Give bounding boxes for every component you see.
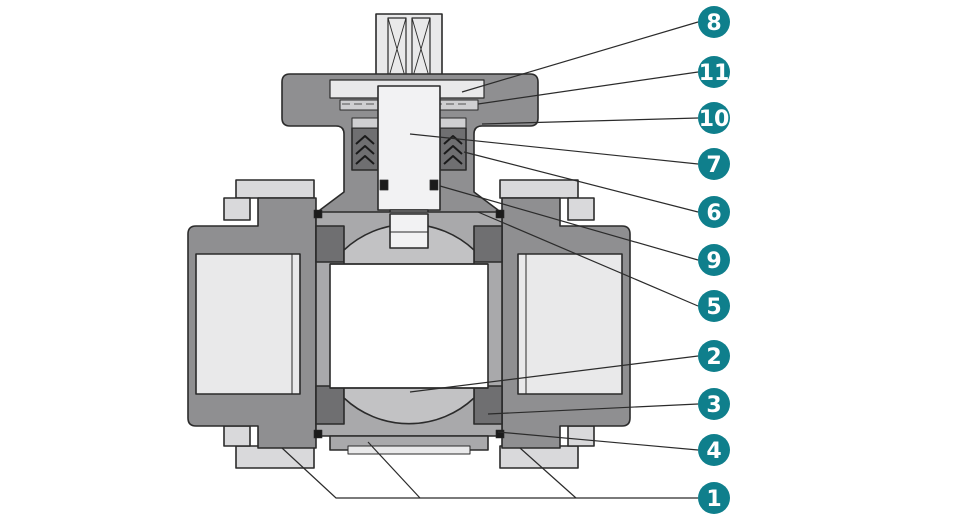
callout-5: 5 xyxy=(698,290,730,322)
callout-6: 6 xyxy=(698,196,730,228)
callout-7: 7 xyxy=(698,148,730,180)
callout-label: 8 xyxy=(706,11,721,36)
callout-4: 4 xyxy=(698,434,730,466)
callout-label: 9 xyxy=(706,249,721,274)
callout-label: 10 xyxy=(699,107,730,132)
callout-1: 1 xyxy=(698,482,730,514)
callout-2: 2 xyxy=(698,340,730,372)
callout-11: 11 xyxy=(698,56,730,88)
ball xyxy=(329,213,489,425)
callout-label: 7 xyxy=(706,153,721,178)
callout-8: 8 xyxy=(698,6,730,38)
right-bolt-bottom xyxy=(499,425,595,469)
right-end-cap xyxy=(501,197,631,449)
callout-label: 3 xyxy=(706,393,721,418)
callout-label: 6 xyxy=(706,201,721,226)
callout-3: 3 xyxy=(698,388,730,420)
callout-label: 11 xyxy=(699,61,730,86)
leader-lines xyxy=(281,21,699,499)
left-bolt-top xyxy=(223,179,315,221)
callout-9: 9 xyxy=(698,244,730,276)
callout-label: 1 xyxy=(706,487,721,512)
callout-label: 5 xyxy=(706,295,721,320)
callout-10: 10 xyxy=(698,102,730,134)
left-end-cap xyxy=(187,197,317,449)
callouts: 8 11 10 7 6 9 5 2 xyxy=(698,6,730,514)
callout-label: 4 xyxy=(706,439,721,464)
callout-label: 2 xyxy=(706,345,721,370)
right-bolt-top xyxy=(499,179,595,221)
